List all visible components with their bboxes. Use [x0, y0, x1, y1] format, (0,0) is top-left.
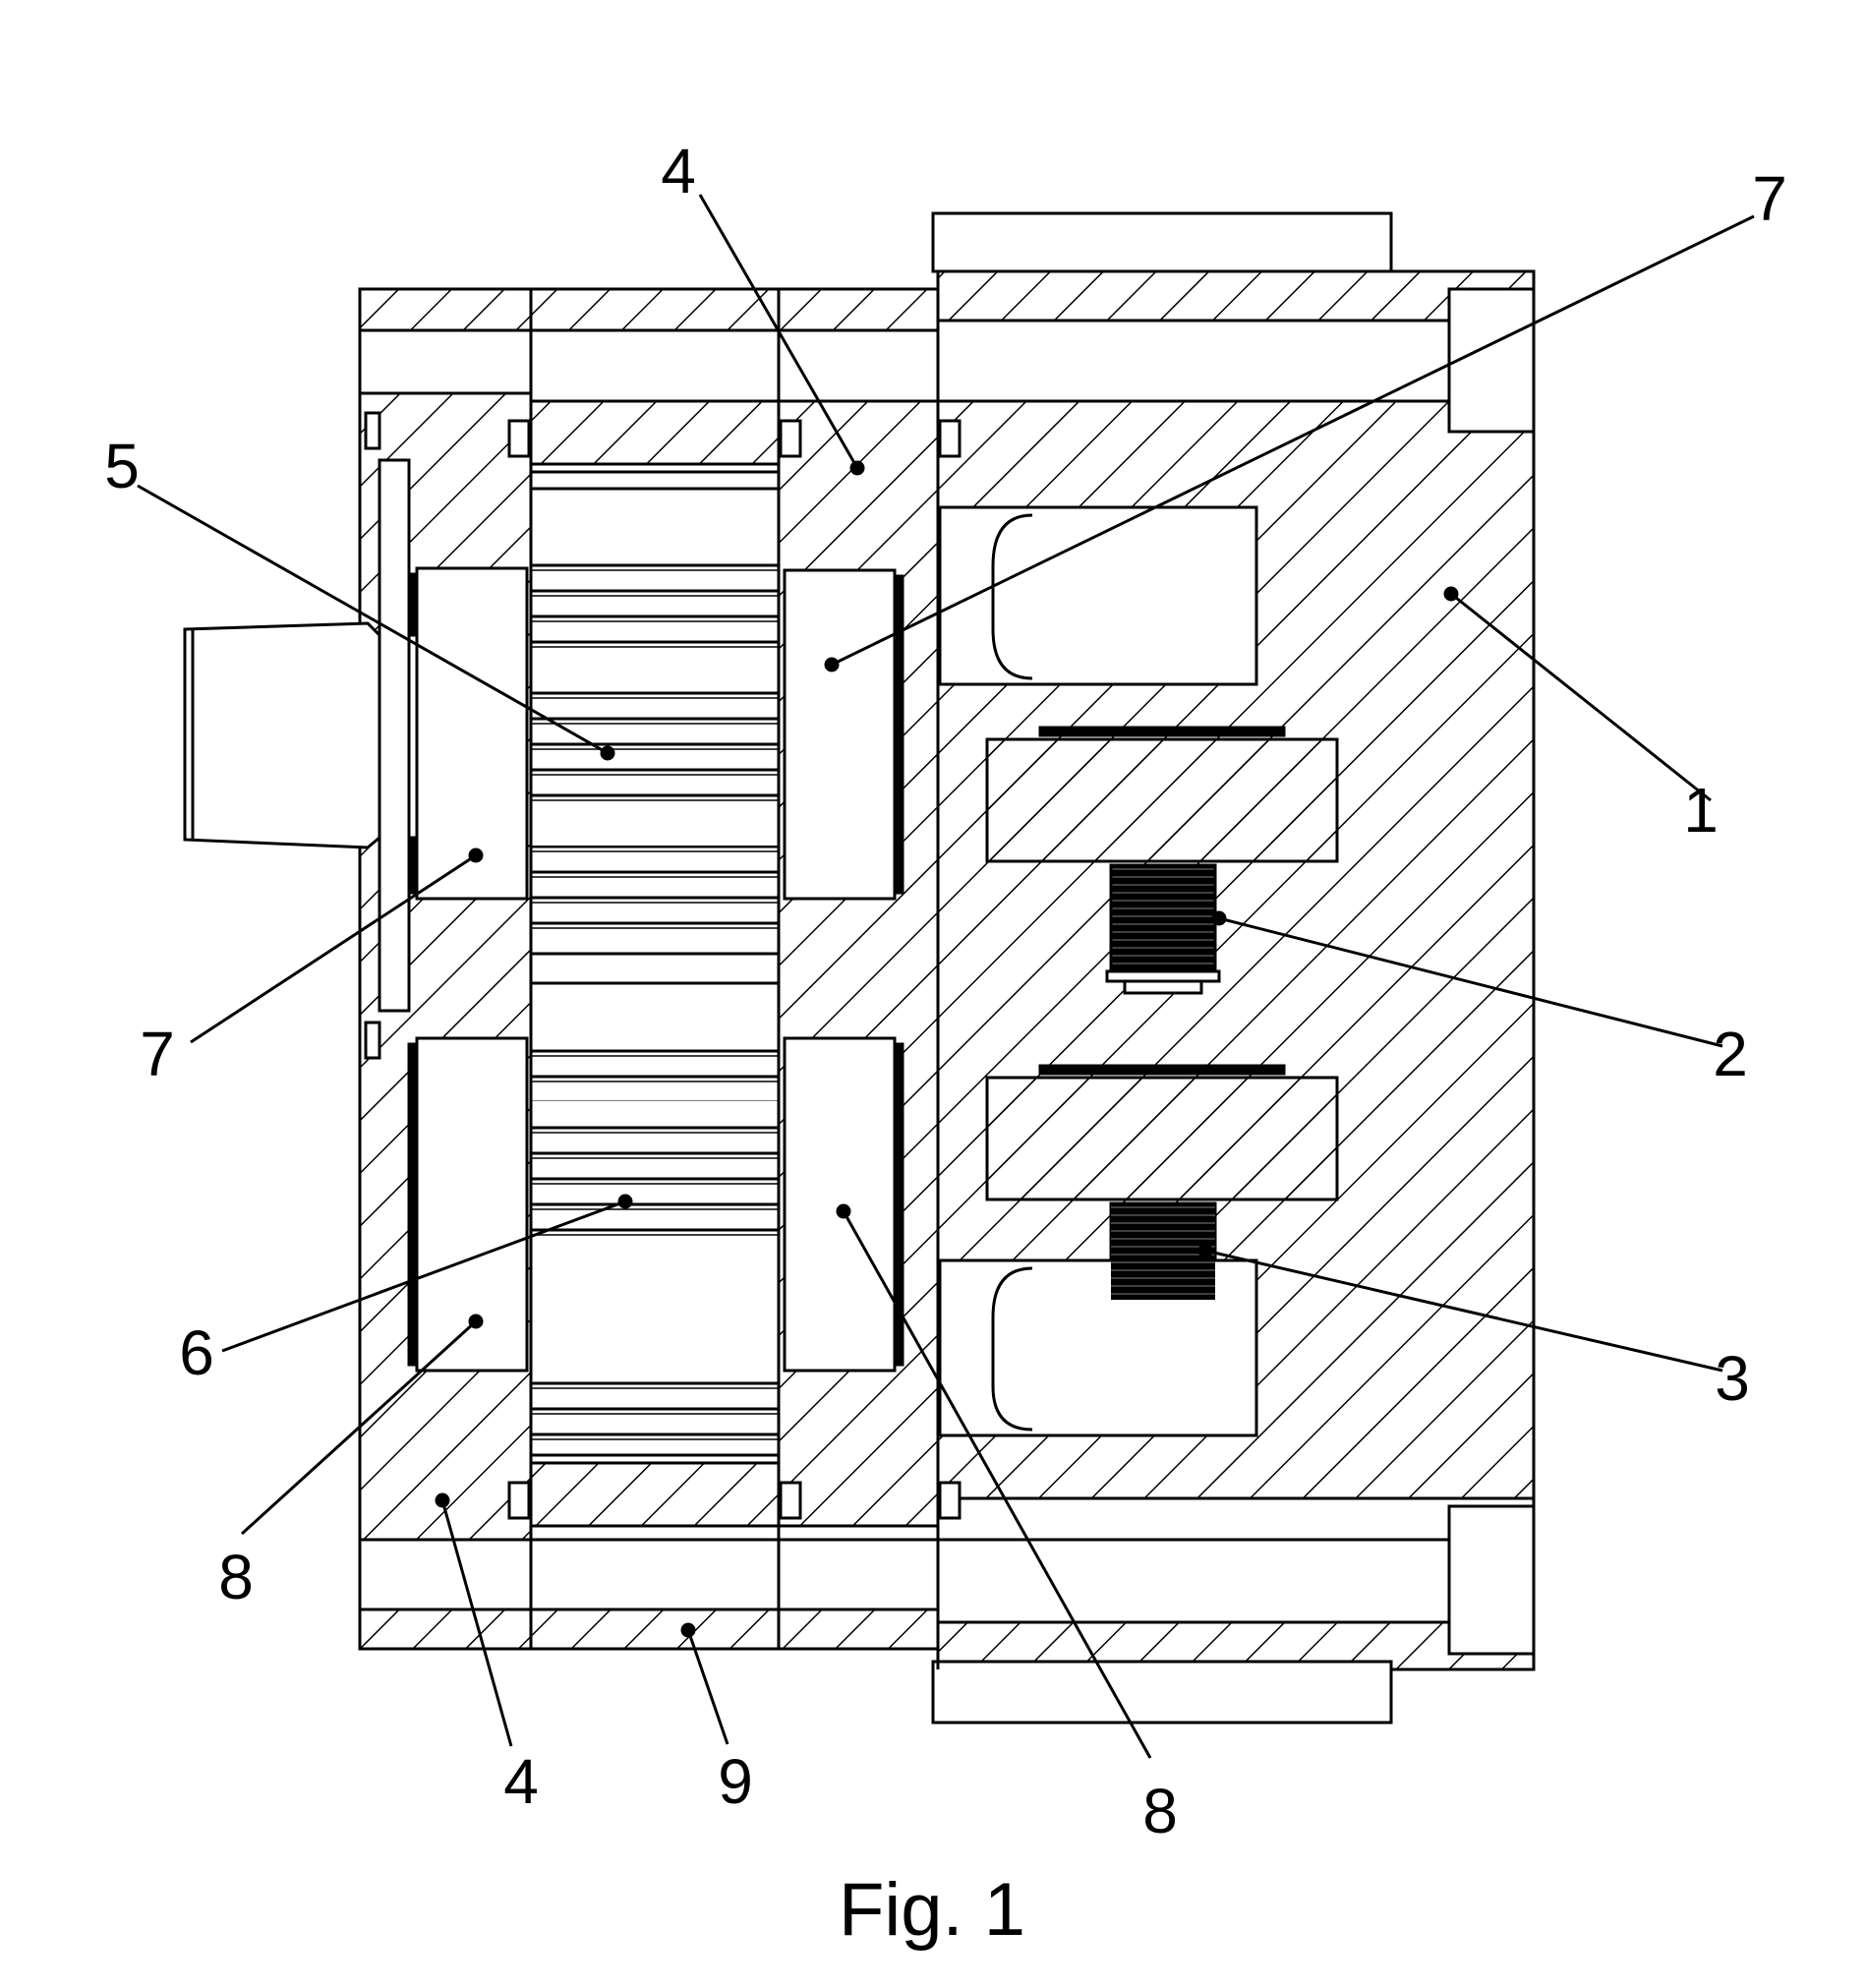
label-6: 6 — [179, 1317, 214, 1388]
label-1: 1 — [1683, 775, 1719, 846]
upper-chamber — [938, 505, 1258, 686]
label-4-top: 4 — [661, 136, 696, 206]
reference-numerals: 4 7 5 1 2 7 6 3 8 4 9 8 — [104, 136, 1787, 1846]
drive-shaft — [183, 411, 419, 1060]
left-top-strip — [358, 287, 533, 332]
spring-2 — [1109, 863, 1217, 975]
label-2: 2 — [1713, 1019, 1748, 1089]
bearing-upper-left — [415, 566, 529, 901]
gear-body-bottom — [529, 1461, 781, 1528]
center-bottom-strip — [529, 1608, 940, 1651]
bottom-band — [931, 1660, 1393, 1725]
label-3: 3 — [1715, 1343, 1750, 1414]
bearings — [407, 566, 904, 1373]
label-9: 9 — [718, 1746, 753, 1817]
label-4-bottom: 4 — [503, 1746, 539, 1817]
upper-piston — [985, 737, 1339, 863]
bearing-upper-right — [783, 568, 897, 901]
label-8-left: 8 — [218, 1542, 254, 1612]
right-bottom-notch — [1447, 1504, 1536, 1656]
valve-assembly — [938, 505, 1339, 1437]
label-5: 5 — [104, 431, 140, 501]
top-band — [931, 211, 1393, 273]
label-7-left: 7 — [140, 1019, 175, 1089]
right-top-notch — [1447, 287, 1536, 434]
right-top-strip — [936, 269, 1536, 322]
lower-piston — [985, 1076, 1339, 1201]
shaft-seal — [378, 458, 411, 1013]
figure-caption: Fig. 1 — [839, 1868, 1025, 1952]
center-top-strip — [529, 287, 940, 332]
gear-set — [529, 470, 781, 1457]
bearing-lower-right — [783, 1036, 897, 1373]
label-7-top: 7 — [1752, 163, 1787, 234]
gear-body-top — [529, 399, 781, 466]
left-bottom-strip — [358, 1608, 533, 1651]
label-8-bottom: 8 — [1142, 1776, 1178, 1846]
leader-lines — [137, 194, 1755, 1759]
o-rings — [507, 419, 962, 1520]
